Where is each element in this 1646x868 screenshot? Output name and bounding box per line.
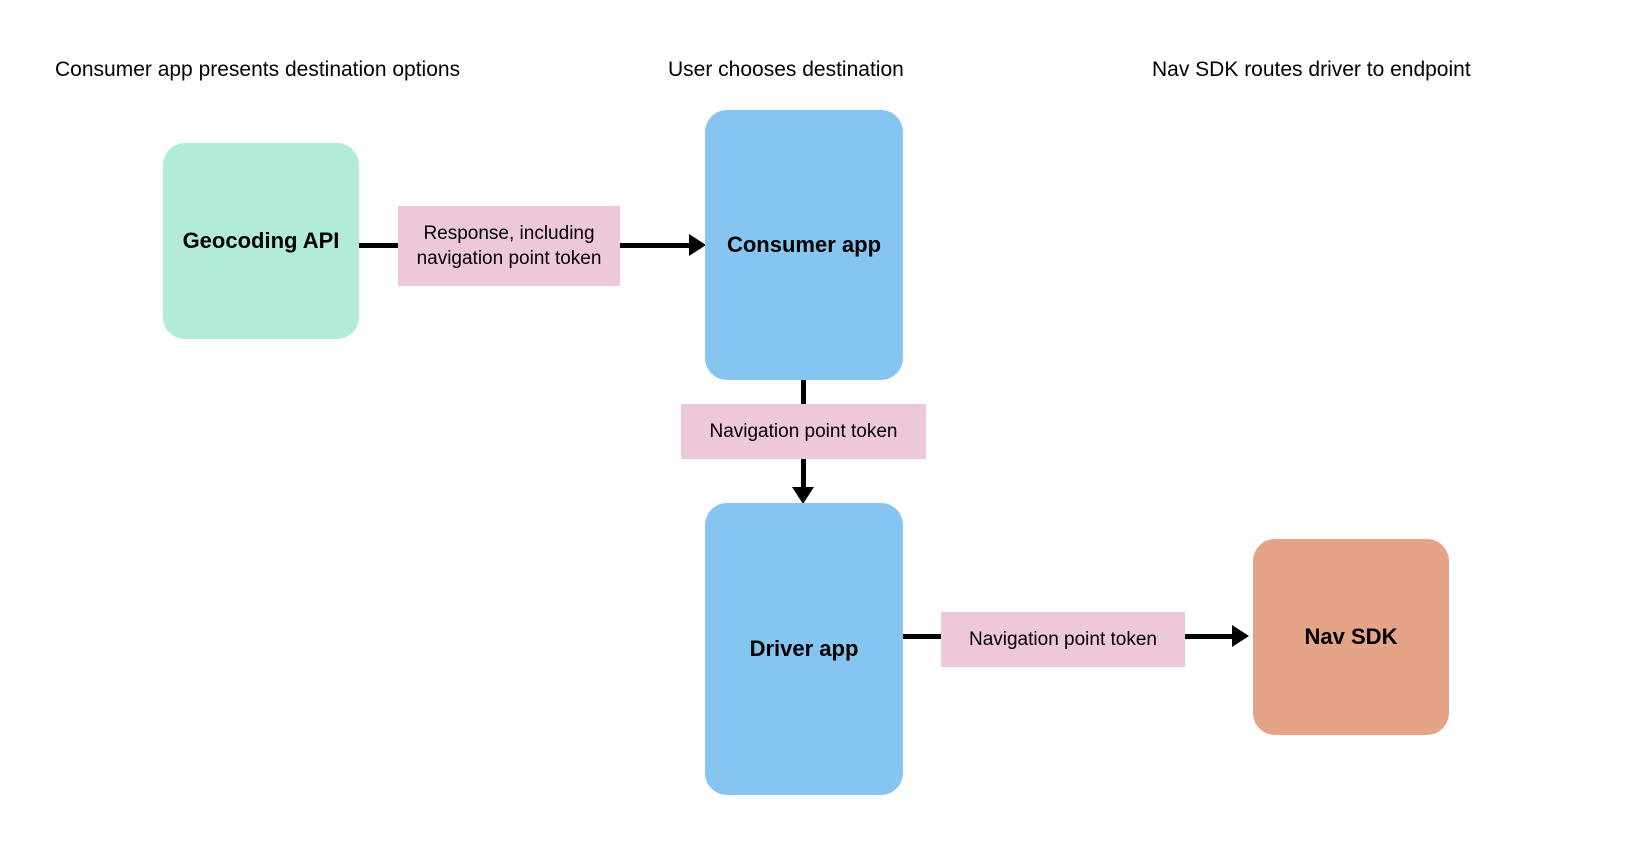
node-consumer-app-label: Consumer app (726, 232, 882, 257)
edge-label-navigation-point-token-driver-to-navsdk: Navigation point token (941, 612, 1185, 667)
column-heading-navsdk: Nav SDK routes driver to endpoint (1152, 58, 1471, 81)
node-geocoding-api[interactable]: Geocoding API (163, 143, 359, 339)
column-heading-consumer: Consumer app presents destination option… (55, 58, 461, 81)
arrowhead-right-icon-driver-to-navsdk (1232, 625, 1249, 647)
arrowhead-down-icon-consumer-to-driver (792, 487, 814, 504)
node-nav-sdk[interactable]: Nav SDK (1253, 539, 1449, 735)
node-geocoding-api-label: Geocoding API (182, 228, 340, 253)
node-nav-sdk-label: Nav SDK (1304, 624, 1398, 649)
node-driver-app[interactable]: Driver app (705, 503, 903, 795)
node-consumer-app[interactable]: Consumer app (705, 110, 903, 380)
column-heading-user: User chooses destination (668, 58, 904, 81)
edge-label-response-including-navigation-point-token: Response, including navigation point tok… (398, 206, 620, 286)
node-driver-app-label: Driver app (749, 636, 859, 661)
arrowhead-right-icon-geocoding-to-consumer (689, 234, 706, 256)
edge-label-navigation-point-token-consumer-to-driver: Navigation point token (681, 404, 926, 459)
